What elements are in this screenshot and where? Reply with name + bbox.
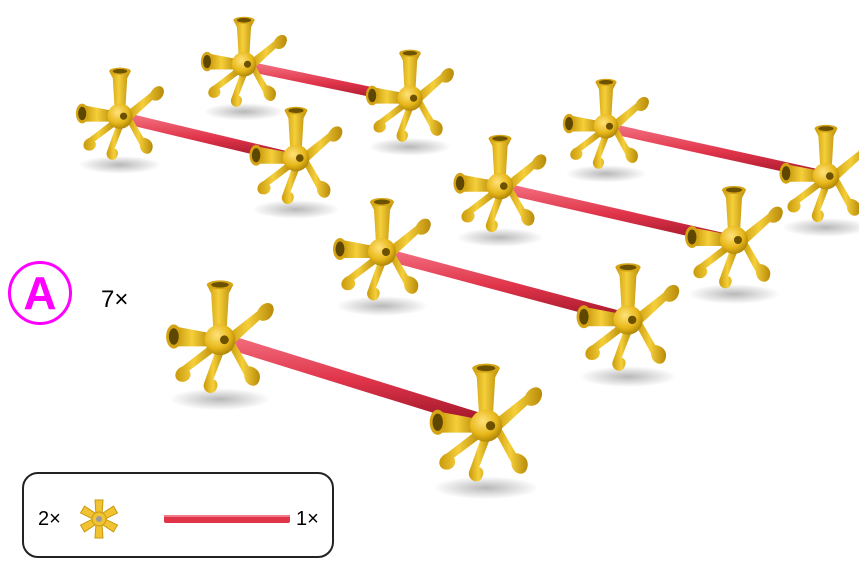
step-quantity: 7×: [101, 286, 128, 314]
step-label-badge: A: [8, 261, 72, 325]
star-connector-icon: [779, 125, 859, 237]
red-rod-icon: [164, 514, 290, 524]
assembly-5: [333, 198, 679, 387]
star-connector-icon: [577, 263, 680, 387]
connector-quantity: 2×: [38, 508, 61, 531]
star-connector-icon: [685, 186, 783, 304]
star-connector-icon: [74, 494, 124, 544]
parts-list: 2× 1×: [22, 472, 334, 558]
step-label: A: [23, 270, 56, 316]
rod-quantity: 1×: [296, 508, 319, 531]
star-connector-icon: [366, 50, 454, 156]
star-connector-icon: [249, 107, 342, 219]
red-rod: [222, 340, 480, 420]
star-connector-icon: [430, 364, 542, 500]
